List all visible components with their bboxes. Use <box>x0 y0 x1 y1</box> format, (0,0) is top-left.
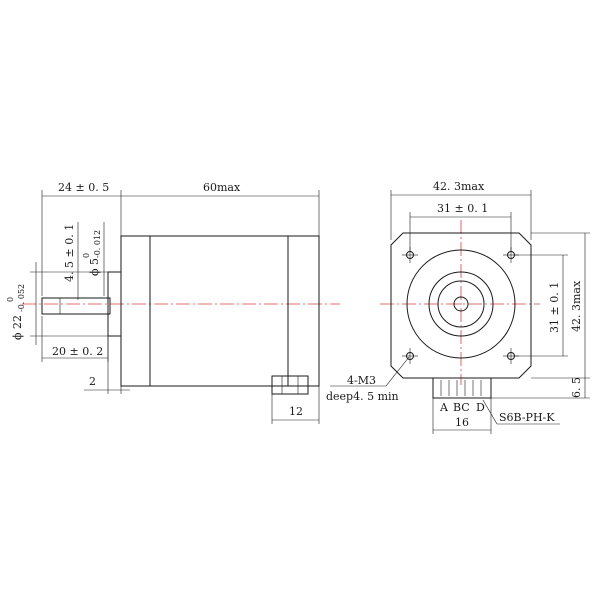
dim-hole-spacing-h: 31 ± 0. 1 <box>437 202 488 215</box>
shaft <box>41 297 111 315</box>
dim-boss-thickness: 2 <box>89 375 96 388</box>
dim-flat-diameter: ϕ 5 <box>88 258 101 276</box>
pin-label-bc: BC <box>453 401 470 414</box>
front-view: 42. 3max 31 ± 0. 1 31 ± 0. 1 42. 3max 6.… <box>326 180 590 434</box>
dim-boss-height: 4. 5 ± 0. 1 <box>63 224 76 282</box>
note-mount-holes: 4-M3 <box>347 374 376 387</box>
boss-ring <box>428 271 494 337</box>
tol-lower: -0. 052 <box>17 284 26 312</box>
connector <box>432 377 492 399</box>
boss-inner-ring <box>437 280 485 328</box>
motor-face <box>390 232 532 379</box>
dim-body-length: 60max <box>203 181 241 194</box>
leader-line <box>482 399 498 425</box>
pin-label-d: D <box>476 401 485 414</box>
side-view: 24 ± 0. 5 60max 4. 5 ± 0. 1 ϕ 5 0 -0. 01… <box>6 181 340 424</box>
connector-housing <box>271 375 309 395</box>
dim-connector-offset: 6. 5 <box>570 377 583 398</box>
face-ring-outer <box>406 249 516 359</box>
dim-body-width: 42. 3max <box>433 180 485 193</box>
dim-flat-length: 20 ± 0. 2 <box>52 345 103 358</box>
dim-connector-pitch: 16 <box>455 416 469 429</box>
leader-line <box>385 356 410 387</box>
shaft-section <box>453 296 469 312</box>
tol-upper: 0 <box>6 297 15 302</box>
connector-model: S6B-PH-K <box>499 411 555 424</box>
dim-boss-diameter: ϕ 22 <box>11 315 24 340</box>
pin-label-a: A <box>439 401 449 414</box>
motor-body <box>120 235 320 387</box>
tol-lower: -0. 012 <box>93 230 102 258</box>
dim-shaft-length: 24 ± 0. 5 <box>58 181 109 194</box>
dim-hole-spacing-v: 31 ± 0. 1 <box>548 282 561 333</box>
dim-body-height: 42. 3max <box>570 280 583 332</box>
note-hole-depth: deep4. 5 min <box>326 390 399 403</box>
dim-connector-width: 12 <box>289 405 303 418</box>
tol-upper: 0 <box>82 253 91 258</box>
